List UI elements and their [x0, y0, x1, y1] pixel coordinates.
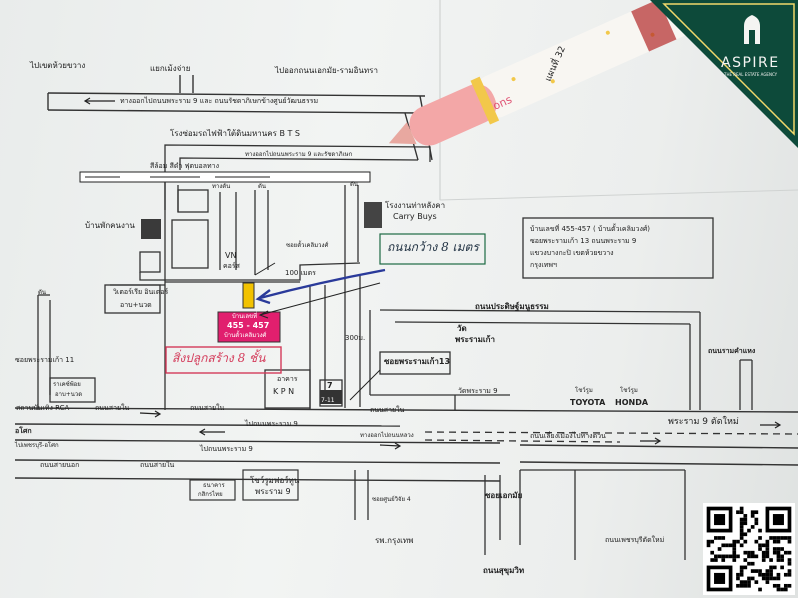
label-staff-house: บ้านพักคนงาน — [85, 221, 135, 230]
label-rcar: ราเคซ์พ้อย — [53, 381, 81, 388]
label-honda-th: โชว์รูม — [620, 387, 638, 394]
label-condo: คอร์ส — [223, 262, 240, 270]
label-soi13: ซอยพระรามเก้า13 — [384, 357, 451, 366]
label-top-mid: แยกเม้งจ่าย — [150, 64, 191, 73]
rail-band — [79, 171, 371, 183]
label-hatching: สีล้อม สีดำ ฟุตบอลทาง — [150, 162, 219, 170]
pen-grip — [409, 84, 497, 146]
label-wat-name: พระรามเก้า — [455, 335, 495, 344]
label-shop: วิเตอร์เรีย อินเตอร์ — [113, 288, 169, 296]
label-rama9-road: พระราม 9 ตัดใหม่ — [668, 417, 739, 427]
label-kpn: K P N — [273, 387, 295, 396]
address-line1: บ้านเลขที่ 455-457 ( บ้านตั้วเคลิมวงศ์) — [530, 225, 651, 233]
label-bank: ธนาคาร — [203, 482, 225, 489]
label-exit-highway: ทางออกไปถนนหลวง — [360, 432, 414, 439]
label-wat-rama9: วัดพระราม 9 — [458, 387, 498, 395]
road-lane-dashes — [424, 431, 798, 443]
road-grid — [37, 182, 451, 410]
label-exit-road2: ทางออกไปถนนพระราม 9 และรัชดาภิเษก — [245, 151, 353, 158]
road-rama9 — [14, 407, 798, 482]
label-fortune2: พระราม 9 — [255, 487, 291, 496]
label-toyota: TOYOTA — [570, 398, 606, 407]
label-toyota-th: โชว์รูม — [575, 387, 593, 394]
direction-arrows — [83, 97, 782, 450]
label-house-name: บ้านตั้วเคลิมวงศ์ — [224, 332, 267, 339]
pointer-arrows — [254, 262, 381, 401]
pen-tip — [388, 122, 417, 145]
label-rcar2: อาบ+นวด — [55, 391, 83, 398]
label-roadside: ทางตัน — [212, 183, 231, 190]
label-vn: VN — [225, 251, 237, 260]
label-massage: อาบ+นวด — [120, 301, 152, 309]
label-house-num: 455 - 457 — [227, 321, 270, 330]
label-sukhumvit: ถนนสุขุมวิท — [483, 566, 525, 575]
label-deadend2: ตัน — [350, 181, 358, 188]
label-road-pracha: ถนนประดิษฐ์มนูธรรม — [475, 302, 549, 311]
address-line3: แขวงบางกะปิ เขตห้วยขวาง — [530, 249, 614, 257]
label-road-thalang: ถนนรามคำแหง — [708, 347, 756, 355]
pen-band — [470, 76, 500, 125]
handwritten-box-building — [165, 346, 282, 374]
label-deadend3: ตัน — [38, 289, 46, 296]
label-honda: HONDA — [615, 398, 649, 407]
label-soi11: ซอยพระรามเก้า 11 — [15, 356, 75, 364]
label-distance: 100 เมตร — [285, 269, 316, 277]
label-top-right: ไปออกถนนเอกมัย-รามอินทรา — [275, 66, 378, 75]
address-line2: ซอยพระรามเก้า 13 ถนนพระราม 9 — [530, 237, 637, 245]
bottom-boxes — [189, 469, 299, 501]
label-rda: สถานบันเทิง RCA — [16, 404, 70, 412]
label-tow-in3: ถนนสายใน — [370, 406, 405, 414]
label-soi4: ซอยศูนย์วิจัย 4 — [372, 496, 411, 503]
road-right — [354, 217, 753, 560]
label-deadend: ตัน — [258, 183, 266, 190]
label-tow-in4: ถนนสายใน — [140, 461, 175, 469]
approach-marker — [242, 282, 255, 309]
label-ekkamai: ซอยเอกมัย — [485, 491, 523, 500]
label-seven: 7 — [327, 381, 333, 390]
label-fortune: โชว์รูมฟอร์ทูน — [250, 476, 300, 485]
label-bts: โรงซ่อมรถไฟฟ้าใต้ดินมหานคร B T S — [170, 129, 300, 138]
handdrawn-arrow — [255, 268, 386, 305]
label-hospital: รพ.กรุงเทพ — [375, 536, 414, 545]
handwritten-road-width: ถนนกว้าง 8 เมตร — [387, 240, 479, 254]
label-warehouse: โรงงานท่าหลังคา — [385, 201, 446, 210]
label-300m: 300ม. — [345, 334, 366, 342]
label-bank2: กสิกรไทย — [198, 491, 223, 498]
label-asok: อโศก — [15, 427, 32, 435]
label-tow-in2: ถนนสายใน — [190, 404, 225, 412]
label-top-left: ไปเขตห้วยขวาง — [30, 61, 86, 70]
label-carry-buys: Carry Buys — [393, 212, 437, 221]
qr-code[interactable] — [703, 503, 795, 595]
label-soi-shop: ซอยตั้วเคลิมวงศ์ — [286, 242, 329, 249]
label-dead-end-road: ถนนเลี่ยงเมืองไปทางด่วน — [530, 432, 606, 440]
handwritten-building: สิ่งปลูกสร้าง 8 ชั้น — [172, 351, 266, 365]
label-wat: วัด — [457, 324, 467, 333]
handwritten-box-road — [379, 233, 486, 265]
label-kpn-th: อาคาร — [277, 375, 298, 383]
label-seven-sub: 7-11 — [321, 397, 335, 404]
pen-barrel — [479, 0, 729, 118]
label-tow-in: ถนนสายใน — [95, 404, 130, 412]
target-house — [217, 311, 281, 343]
qr-code-pattern — [706, 506, 792, 592]
label-asok-sub: ไปเพชรบุรี-อโศก — [15, 442, 59, 449]
dark-blocks — [141, 202, 382, 404]
label-petchburi: ถนนเพชรบุรีตัดใหม่ — [605, 536, 665, 544]
label-exit-road: ทางออกไปถนนพระราม 9 และ ถนนรัชดาภิเษกข้า… — [120, 97, 319, 105]
label-tow-out: ถนนสายนอก — [40, 461, 80, 469]
label-to-rama9-2: ไปถนนพระราม 9 — [200, 445, 253, 453]
address-line4: กรุงเทพฯ — [530, 261, 557, 269]
label-to-rama9: ไปถนนพระราม 9 — [245, 420, 298, 428]
label-house-no: บ้านเลขที่ — [232, 313, 258, 320]
